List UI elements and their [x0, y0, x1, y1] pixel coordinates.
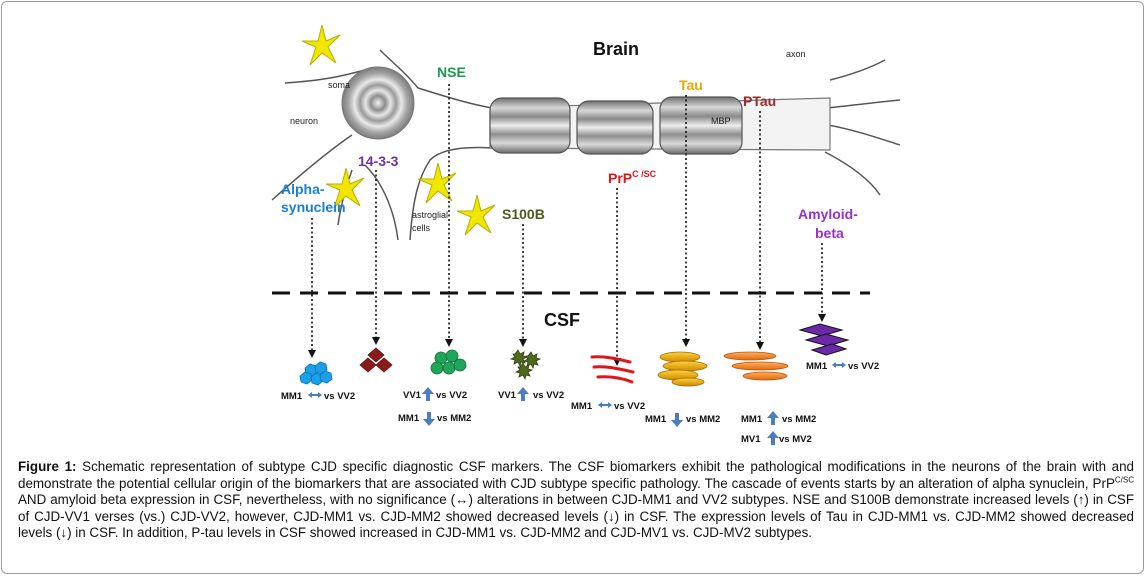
tau-comparison: MM1 vs MM2 [645, 413, 720, 427]
ptau-label: PTau [743, 93, 776, 109]
s100b-comparison-right: vs VV2 [533, 390, 564, 401]
up-arrow-icon [422, 387, 434, 401]
cells-label: cells [412, 223, 431, 233]
prp-comparison-right: vs VV2 [614, 401, 645, 412]
csf-title: CSF [544, 310, 580, 330]
up-arrow-icon [767, 411, 779, 425]
s100b-label: S100B [502, 206, 545, 222]
caption-label: Figure 1: [18, 459, 77, 474]
ptau-comparison-1-left: MM1 [741, 414, 763, 425]
alpha-synuclein-label-2: synuclein [281, 199, 346, 215]
nse-label: NSE [437, 64, 466, 80]
s100b-comparison-left: VV1 [498, 390, 517, 401]
protein-1433-csf-icon [359, 347, 393, 373]
up-arrow-icon [767, 431, 779, 445]
amyloid-beta-label-1: Amyloid- [798, 206, 858, 222]
ptau-comparison-1: MM1 vs MM2 [741, 411, 816, 425]
tau-label: Tau [679, 77, 703, 93]
alpha-comparison-right: vs VV2 [324, 391, 355, 402]
bidirectional-arrow-icon [308, 392, 322, 398]
caption-superscript: C/SC [1114, 475, 1134, 485]
myelin-segment-1 [489, 97, 571, 154]
amyloid-beta-csf-icon [798, 323, 850, 356]
s100b-csf-icon [509, 349, 542, 381]
nse-comparison-1-right: vs VV2 [436, 390, 467, 401]
astroglia-icon-3 [417, 162, 457, 204]
myelin-segment-2 [576, 100, 654, 155]
ptau-csf-icon [723, 351, 789, 381]
amyloid-comparison-left: MM1 [806, 361, 828, 372]
tau-comparison-left: MM1 [645, 414, 667, 425]
up-arrow-icon [517, 387, 529, 401]
astroglial-label: astroglial [412, 210, 448, 220]
neuron-outline [271, 49, 901, 241]
ptau-comparison-2-right: vs MV2 [779, 434, 812, 445]
nse-csf-icon [430, 349, 467, 375]
astroglia-icon-1 [301, 24, 341, 66]
nse-comparison-1: VV1 vs VV2 [403, 387, 467, 401]
bidirectional-arrow-icon [598, 402, 612, 408]
s100b-comparison: VV1 vs VV2 [498, 387, 564, 401]
nse-comparison-2-right: vs MM2 [437, 413, 471, 424]
astroglia-icon-2 [325, 167, 365, 209]
tau-csf-icon [657, 351, 708, 387]
tau-comparison-right: vs MM2 [686, 414, 720, 425]
alpha-comparison: MM1 vs VV2 [281, 391, 355, 402]
amyloid-beta-label-2: beta [815, 225, 844, 241]
brain-title: Brain [593, 39, 639, 59]
prp-label: PrPC /SC [608, 169, 657, 186]
prp-label-main: PrP [608, 170, 632, 186]
ptau-comparison-2: MV1 vs MV2 [741, 431, 812, 445]
soma-nucleus [341, 66, 415, 140]
alpha-synuclein-csf-icon [299, 361, 333, 386]
bidirectional-arrow-icon [832, 362, 846, 368]
amyloid-comparison-right: vs VV2 [848, 361, 879, 372]
neuron-label: neuron [290, 116, 318, 126]
nse-comparison-2: MM1 vs MM2 [398, 412, 471, 426]
nse-comparison-1-left: VV1 [403, 390, 422, 401]
axon-label: axon [786, 49, 806, 59]
soma-label: soma [328, 80, 350, 90]
prp-comparison: MM1 vs VV2 [571, 401, 645, 412]
nse-comparison-2-left: MM1 [398, 413, 420, 424]
mbp-label: MBP [711, 116, 731, 126]
myelin-segment-3 [659, 96, 743, 155]
astroglia-icon-4 [456, 194, 496, 236]
prp-csf-icon [590, 355, 635, 384]
caption-text-2: AND amyloid beta expression in CSF, neve… [18, 492, 1134, 541]
alpha-synuclein-label-1: Alpha- [281, 181, 325, 197]
ptau-comparison-2-left: MV1 [741, 434, 761, 445]
caption-text-1: Schematic representation of subtype CJD … [18, 459, 1135, 491]
figure-caption: Figure 1: Schematic representation of su… [18, 459, 1134, 542]
amyloid-comparison: MM1 vs VV2 [806, 361, 879, 372]
down-arrow-icon [423, 412, 435, 426]
down-arrow-icon [671, 413, 683, 427]
prp-label-sup: C /SC [632, 169, 657, 179]
alpha-comparison-left: MM1 [281, 391, 303, 402]
prp-comparison-left: MM1 [571, 401, 593, 412]
protein-1433-label: 14-3-3 [358, 153, 399, 169]
ptau-comparison-1-right: vs MM2 [782, 414, 816, 425]
